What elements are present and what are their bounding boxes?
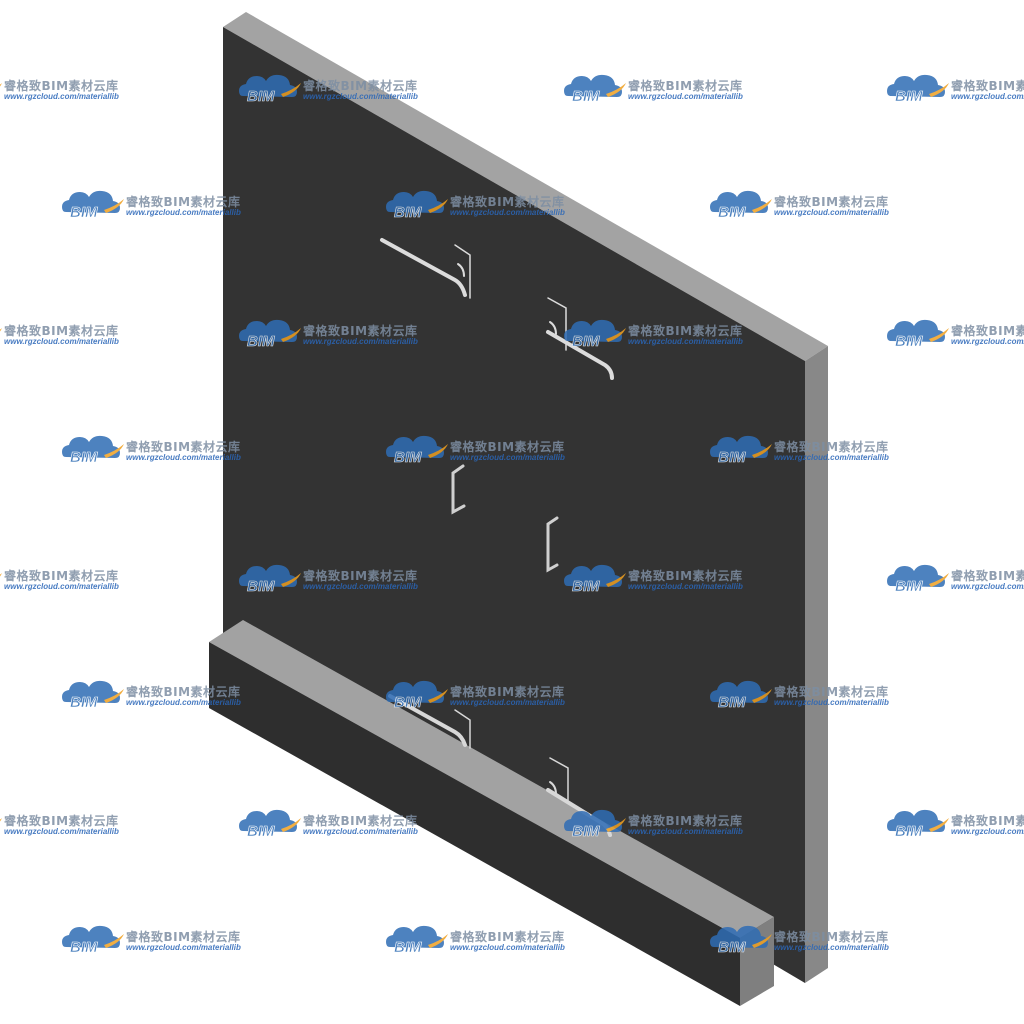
bracket-hardware-right [546,516,559,573]
beam-top [209,620,774,938]
bracket-hardware-left [451,464,466,515]
beam-front-face [209,642,740,1006]
panel-right-side [805,346,828,983]
anchor-hardware-lower-left [388,694,471,749]
panel-top-edge [223,12,828,361]
anchor-hardware-upper-left [380,238,471,299]
panel-front-face [223,27,805,983]
